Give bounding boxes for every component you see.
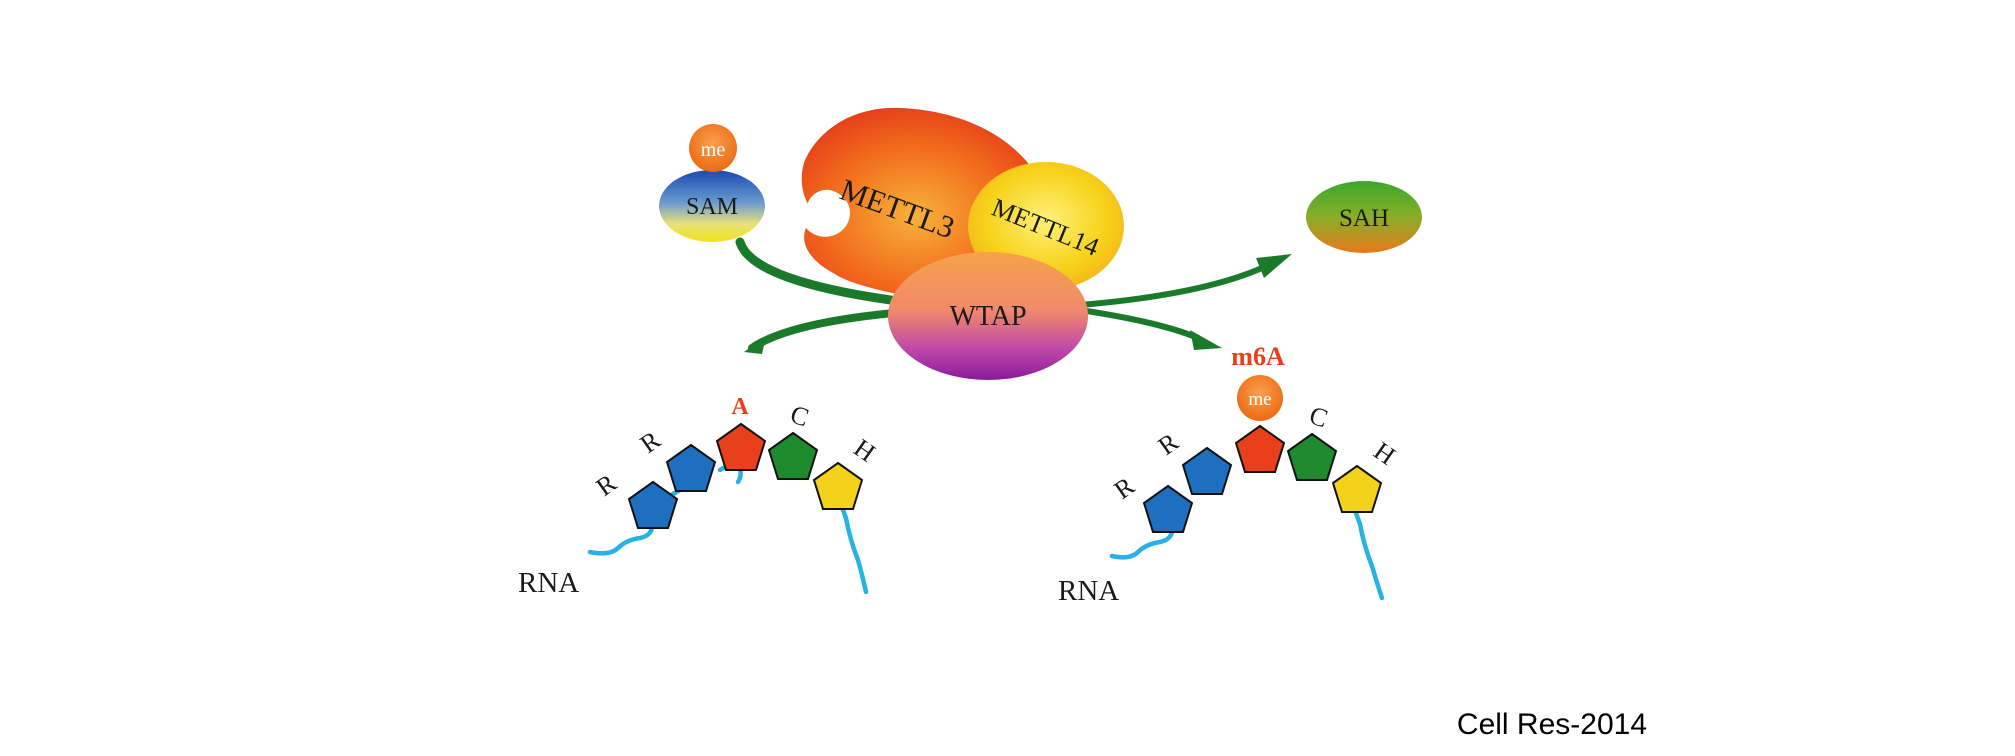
sah-output-arrowhead — [1256, 254, 1292, 278]
base-r2-label-left: R — [635, 425, 666, 459]
reaction-arrows — [735, 237, 1292, 354]
sam-input-arrow — [735, 237, 910, 307]
wtap-label: WTAP — [949, 301, 1026, 332]
m6a-label: m6A — [1231, 342, 1285, 371]
rna-label-left: RNA — [518, 567, 579, 599]
base-a-label-left: A — [731, 394, 749, 420]
wtap-protein: WTAP — [888, 252, 1088, 380]
base-a-left — [715, 422, 767, 471]
rna-output-arrow — [1077, 307, 1201, 341]
base-c-label-right: C — [1306, 400, 1331, 433]
base-r1-left — [627, 480, 679, 529]
rna-input-arrow — [748, 308, 909, 352]
base-h-right — [1331, 464, 1383, 513]
rna-output-arrowhead — [1190, 330, 1222, 350]
base-r1-label-right: R — [1109, 471, 1140, 505]
base-c-left — [767, 431, 819, 480]
sam-methyl-group — [689, 124, 737, 172]
sah-product: SAH — [1306, 181, 1422, 253]
sam-shape — [659, 170, 765, 242]
sam-methyl-label: me — [701, 139, 726, 161]
rna-input-arrowhead — [744, 336, 766, 354]
base-r1-right — [1142, 484, 1194, 533]
base-r1-label-left: R — [591, 468, 622, 502]
base-c-right — [1286, 432, 1338, 481]
base-h-label-right: H — [1369, 436, 1401, 471]
base-c-label-left: C — [787, 399, 812, 432]
rna-substrate-left: R R A C H RNA — [518, 394, 881, 599]
m6a-methyl-label: me — [1248, 389, 1271, 410]
sam-label: SAM — [686, 194, 738, 220]
base-m6a-right — [1234, 424, 1286, 473]
citation: Cell Res-2014 — [1456, 708, 1647, 741]
sah-label: SAH — [1339, 205, 1389, 232]
m6a-methyl-group — [1237, 375, 1283, 421]
sah-output-arrow — [1077, 265, 1265, 308]
base-h-label-left: H — [849, 433, 881, 468]
base-r2-left — [665, 443, 717, 492]
rna-product-right: me m6A R R C H RNA — [1058, 342, 1401, 607]
wtap-shape — [888, 252, 1088, 380]
rna-label-right: RNA — [1058, 575, 1119, 607]
base-h-left — [812, 461, 864, 510]
sam-cofactor: SAM me — [659, 124, 765, 242]
base-r2-label-right: R — [1153, 427, 1184, 461]
sah-shape — [1306, 181, 1422, 253]
base-r2-right — [1181, 446, 1233, 495]
